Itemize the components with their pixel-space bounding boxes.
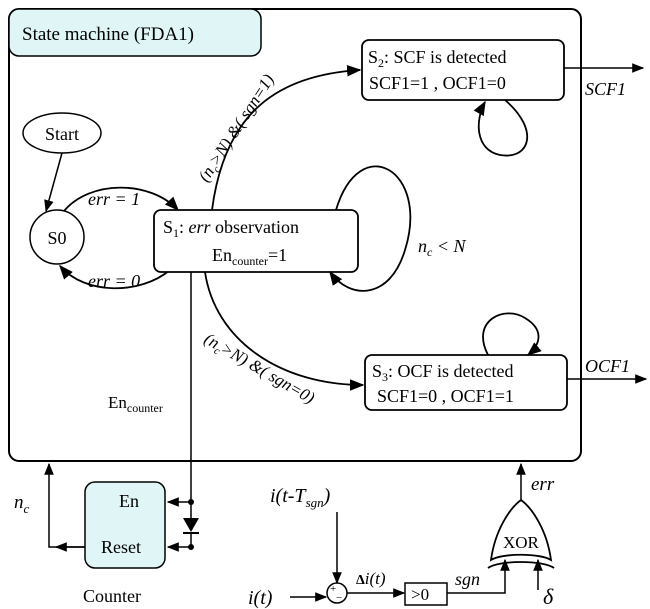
loop-label: nc < N xyxy=(418,236,466,259)
edge-s1-s2 xyxy=(211,65,362,211)
edge-label-err0: err = 0 xyxy=(88,271,140,291)
xor-gate xyxy=(489,498,553,562)
nc-feedback-line xyxy=(44,462,85,548)
edge-s1-s3 xyxy=(204,271,365,391)
edge-start-s0 xyxy=(44,152,63,213)
s2-title: S2: SCF is detected xyxy=(368,47,507,70)
counter-reset-port: Reset xyxy=(101,537,141,557)
delta-label: Δi(t) xyxy=(356,569,386,588)
edge-s0-s1 xyxy=(63,186,179,212)
edge-label-to-s2: (nc>N) &( sgn=1) xyxy=(194,70,280,186)
counter-name: Counter xyxy=(83,586,141,606)
sgn-label: sgn xyxy=(455,569,480,589)
sgn-line xyxy=(447,558,510,594)
edge-label-err1: err = 1 xyxy=(88,189,140,209)
title-text: State machine (FDA1) xyxy=(22,24,194,45)
ocf1-label: OCF1 xyxy=(585,356,630,376)
s3-title: S3: OCF is detected xyxy=(372,361,514,384)
nc-label: nc xyxy=(14,492,30,516)
en-counter-label: Encounter xyxy=(108,393,163,415)
comparator-label: >0 xyxy=(411,585,429,604)
diode-icon xyxy=(183,518,199,532)
s2-outputs: SCF1=1 , OCF1=0 xyxy=(369,73,506,93)
s3-self-loop xyxy=(482,312,542,356)
sum-minus: − xyxy=(336,592,342,604)
s2-state xyxy=(361,39,565,101)
xor-label: XOR xyxy=(503,533,540,552)
err-label: err xyxy=(531,474,555,495)
edge-label-to-s3: (nc>N) &( sgn=0) xyxy=(200,329,319,410)
edge-s1-s0 xyxy=(59,264,171,290)
s1-state xyxy=(153,209,359,273)
scf1-label: SCF1 xyxy=(585,79,626,99)
state-machine-frame xyxy=(8,8,582,462)
start-label: Start xyxy=(45,124,79,144)
s1-self-loop xyxy=(329,165,412,292)
s1-en-counter: Encounter=1 xyxy=(212,245,287,268)
title-box xyxy=(8,8,262,57)
xor-gate-back xyxy=(487,561,555,569)
counter-block xyxy=(84,481,166,569)
comparator-block xyxy=(404,582,448,606)
i-t-label: i(t) xyxy=(248,587,273,609)
s2-self-loop xyxy=(473,99,529,157)
s3-outputs: SCF1=0 , OCF1=1 xyxy=(377,386,514,406)
s0-node xyxy=(29,209,85,265)
s1-title: S1: err observation xyxy=(163,217,299,240)
i-delayed-label: i(t-Tsgn) xyxy=(270,485,331,510)
delta-input-label: δ xyxy=(543,584,554,609)
sum-plus: + xyxy=(330,583,336,595)
s0-label: S0 xyxy=(47,228,66,248)
s3-state xyxy=(364,354,568,411)
counter-en-port: En xyxy=(119,491,139,511)
